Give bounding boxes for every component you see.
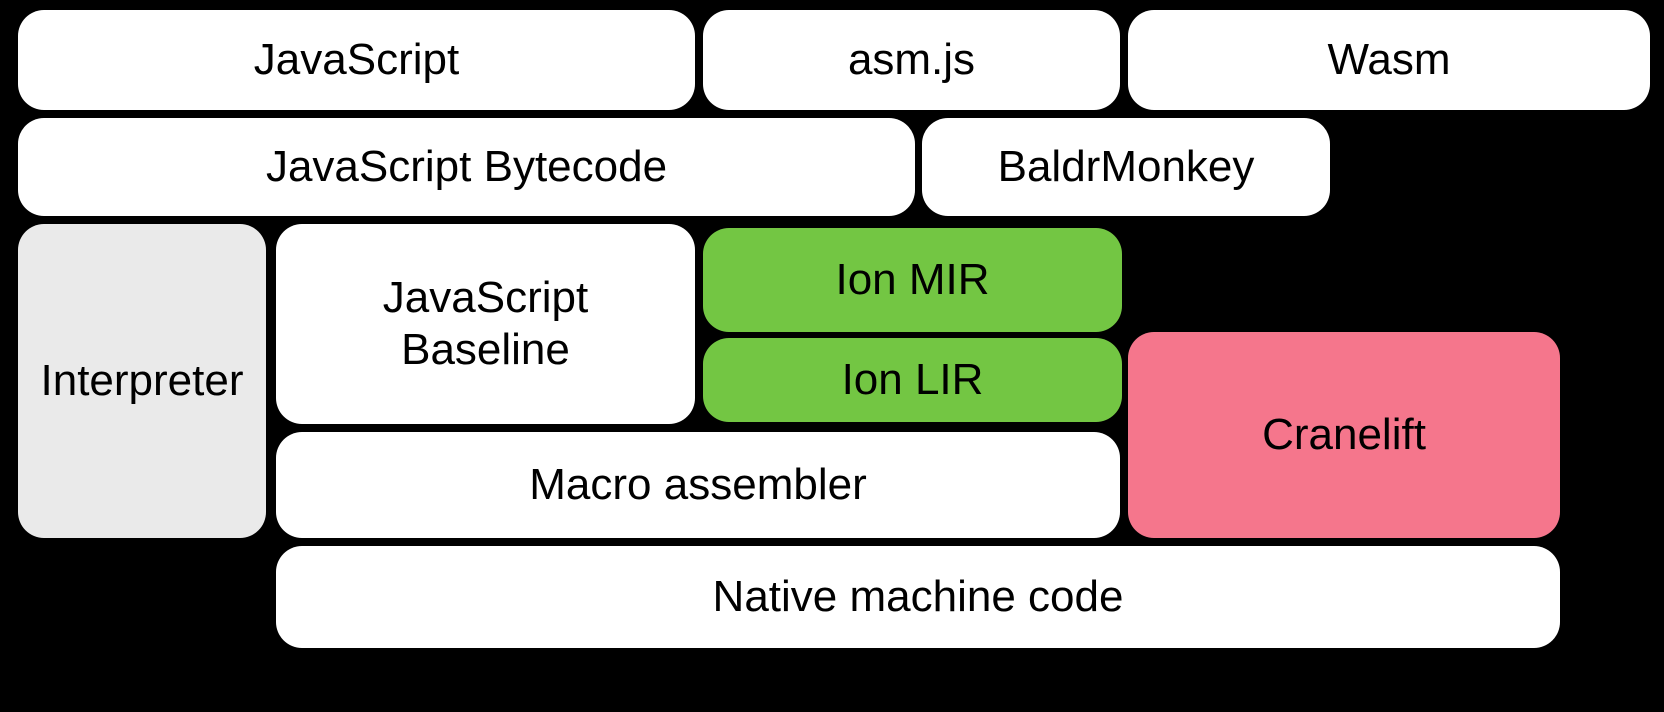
diagram-node-label: Interpreter <box>40 356 244 406</box>
diagram-node-javascript-baseline[interactable]: JavaScript Baseline <box>276 224 695 424</box>
diagram-node-label: asm.js <box>847 35 976 85</box>
diagram-node-label: Wasm <box>1327 35 1451 85</box>
diagram-node-macro-assembler[interactable]: Macro assembler <box>276 432 1120 538</box>
diagram-node-label: Ion LIR <box>841 355 984 405</box>
diagram-node-label: BaldrMonkey <box>997 142 1255 192</box>
diagram-node-label: JavaScript Bytecode <box>265 142 668 192</box>
diagram-node-native-machine-code[interactable]: Native machine code <box>276 546 1560 648</box>
diagram-node-ion-lir[interactable]: Ion LIR <box>703 338 1122 422</box>
diagram-node-label: Native machine code <box>712 572 1124 622</box>
diagram-node-ion-mir[interactable]: Ion MIR <box>703 228 1122 332</box>
diagram-node-label: JavaScript <box>253 35 460 85</box>
diagram-node-cranelift[interactable]: Cranelift <box>1128 332 1560 538</box>
diagram-node-javascript-bytecode[interactable]: JavaScript Bytecode <box>18 118 915 216</box>
diagram-node-javascript[interactable]: JavaScript <box>18 10 695 110</box>
diagram-node-wasm[interactable]: Wasm <box>1128 10 1650 110</box>
diagram-node-label: Cranelift <box>1262 410 1426 460</box>
diagram-node-interpreter[interactable]: Interpreter <box>18 224 266 538</box>
diagram-node-label: Macro assembler <box>529 460 867 510</box>
diagram-node-label: JavaScript Baseline <box>382 273 589 374</box>
diagram-node-label: Ion MIR <box>835 255 990 305</box>
diagram-node-baldrmonkey[interactable]: BaldrMonkey <box>922 118 1330 216</box>
diagram-node-asm-js[interactable]: asm.js <box>703 10 1120 110</box>
